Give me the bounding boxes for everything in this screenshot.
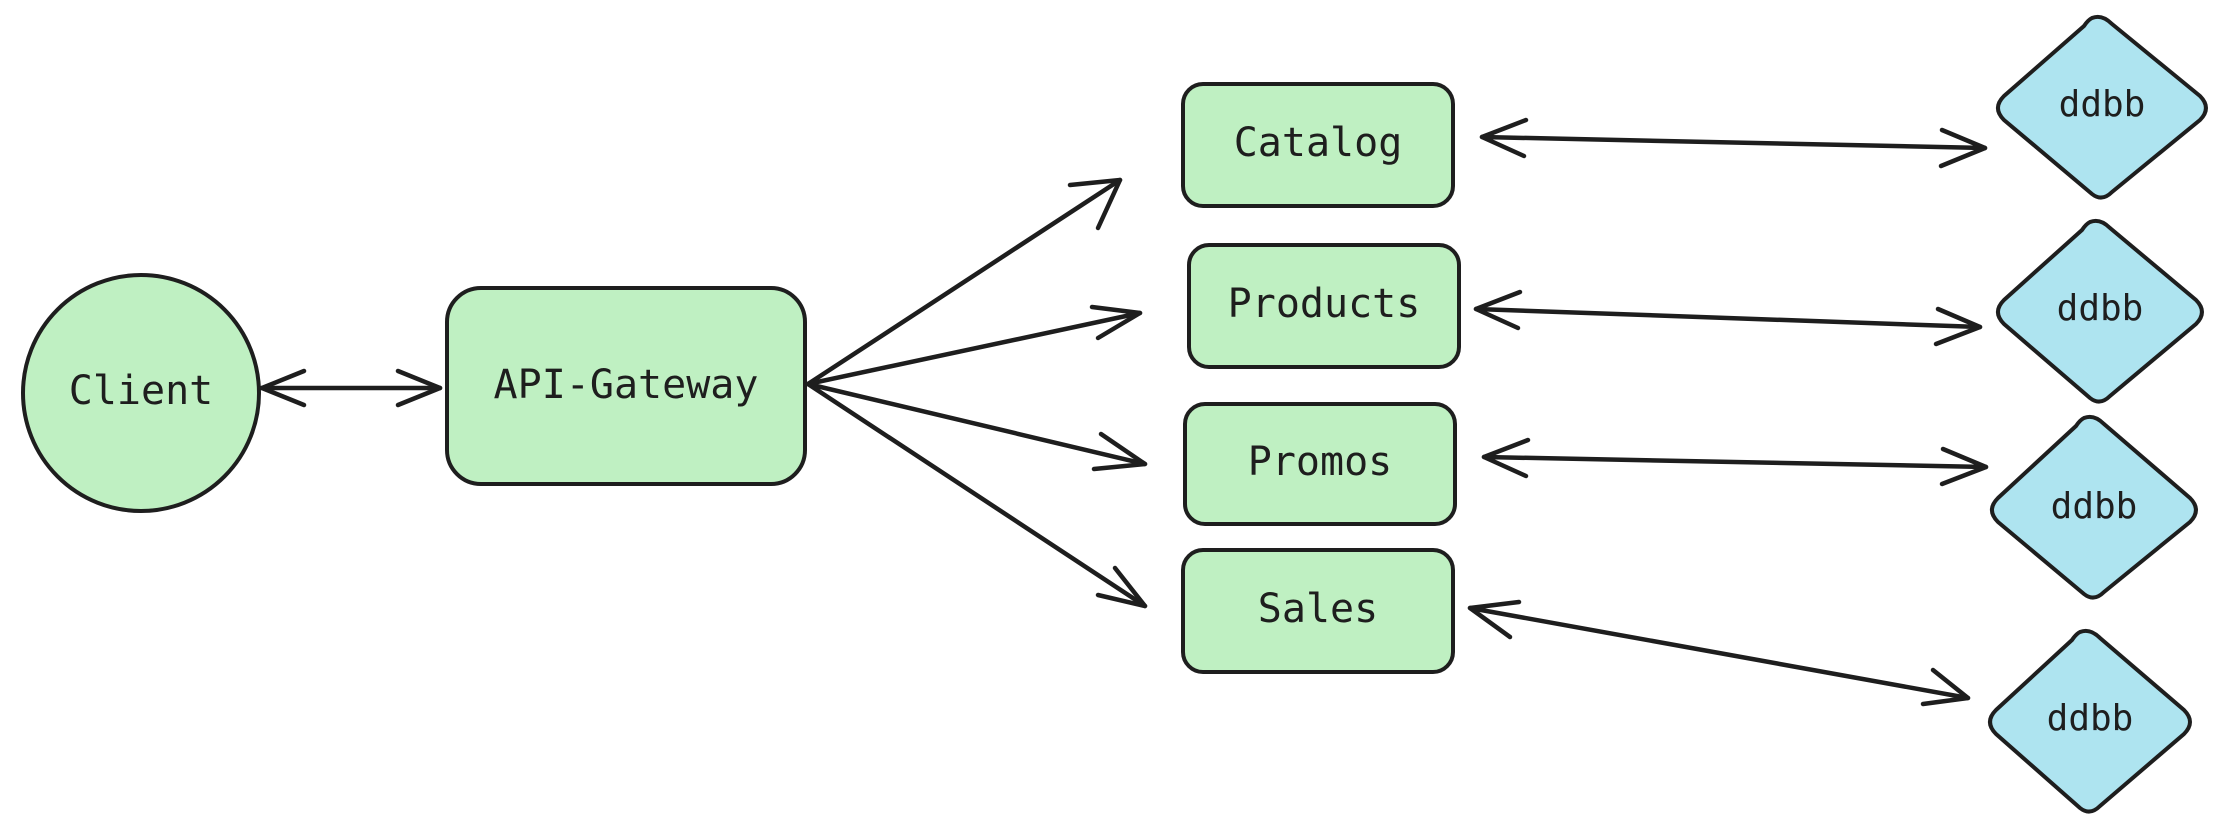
arrowhead-promos-db-end [1939, 446, 1989, 487]
client-label: Client [69, 368, 214, 414]
api-gateway-shape [445, 286, 807, 486]
sales-label: Sales [1258, 586, 1378, 632]
catalog-node: Catalog [1181, 82, 1455, 208]
products-database-node: ddbb [1996, 218, 2204, 404]
arrowhead-catalog-db-end [1938, 127, 1988, 169]
arrowhead-promos-db-start [1481, 437, 1531, 479]
client-shape [21, 273, 261, 513]
arrowhead-client-end [259, 368, 307, 408]
products-database-shape [1996, 218, 2204, 404]
catalog-shape [1181, 82, 1455, 208]
arrowhead-sales-end [1095, 565, 1148, 609]
catalog-database-label: ddbb [2059, 84, 2146, 125]
api-gateway-node: API-Gateway [445, 286, 807, 486]
arrowhead-sales-db-start [1467, 599, 1522, 640]
arrowhead-gateway-end [395, 368, 443, 408]
arrowhead-promos-end [1091, 431, 1148, 472]
client-node: Client [21, 273, 261, 513]
promos-database-shape [1990, 414, 2198, 600]
arrowhead-catalog-db-start [1479, 117, 1529, 159]
sales-database-node: ddbb [1988, 628, 2192, 814]
products-label: Products [1228, 281, 1421, 327]
arrowhead-sales-db-end [1920, 667, 1971, 707]
sales-shape [1181, 548, 1455, 674]
api-gateway-label: API-Gateway [494, 362, 759, 408]
products-shape [1187, 243, 1461, 369]
edge-gateway-sales [805, 381, 1148, 609]
arrowhead-products-db-end [1933, 306, 1983, 347]
promos-label: Promos [1248, 439, 1393, 485]
arrowhead-catalog-end [1067, 177, 1123, 231]
edge-sales-db [1467, 605, 1971, 701]
edge-gateway-products [805, 310, 1143, 387]
edge-layer [259, 117, 1989, 707]
catalog-database-node: ddbb [1996, 14, 2208, 200]
edge-promos-db [1481, 454, 1989, 470]
promos-database-label: ddbb [2051, 486, 2138, 527]
edge-products-db [1473, 306, 1983, 330]
sales-database-label: ddbb [2047, 698, 2134, 739]
products-database-label: ddbb [2057, 288, 2144, 329]
arrowhead-products-end [1089, 304, 1143, 341]
promos-shape [1183, 402, 1457, 526]
products-node: Products [1187, 243, 1461, 369]
catalog-label: Catalog [1234, 120, 1403, 166]
sales-node: Sales [1181, 548, 1455, 674]
edge-catalog-db [1479, 134, 1988, 151]
edge-gateway-catalog [805, 177, 1123, 387]
edge-gateway-promos [805, 381, 1148, 467]
sales-database-shape [1988, 628, 2192, 814]
promos-node: Promos [1183, 402, 1457, 526]
arrowhead-products-db-start [1473, 289, 1523, 331]
promos-database-node: ddbb [1990, 414, 2198, 600]
catalog-database-shape [1996, 14, 2208, 200]
